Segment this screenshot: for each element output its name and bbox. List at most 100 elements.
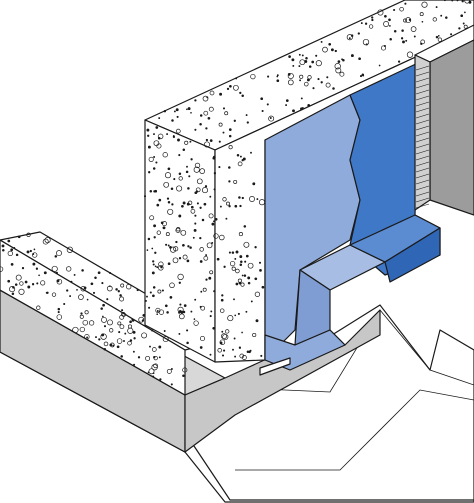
aggregate-speck xyxy=(186,202,190,206)
aggregate-speck xyxy=(35,267,39,270)
aggregate-speck xyxy=(178,176,183,181)
aggregate-speck xyxy=(405,39,408,42)
hatch-line xyxy=(415,173,430,179)
aggregate-speck xyxy=(236,153,240,157)
aggregate-speck xyxy=(260,354,263,357)
aggregate-speck xyxy=(36,282,39,285)
aggregate-speck xyxy=(190,310,193,313)
aggregate-speck xyxy=(223,349,226,352)
aggregate-speck xyxy=(365,43,368,46)
aggregate-speck xyxy=(184,140,189,145)
aggregate-speck xyxy=(129,320,132,324)
aggregate-speck xyxy=(102,303,105,307)
aggregate-speck xyxy=(190,158,193,161)
aggregate-speck xyxy=(209,270,214,275)
aggregate-speck xyxy=(221,333,227,340)
aggregate-speck xyxy=(383,44,386,48)
aggregate-speck xyxy=(83,286,87,290)
drain-slot xyxy=(259,357,291,376)
aggregate-speck xyxy=(109,328,114,333)
aggregate-speck xyxy=(212,326,216,330)
aggregate-speck xyxy=(205,254,208,257)
aggregate-speck xyxy=(173,110,176,113)
hatch-line xyxy=(415,167,430,173)
aggregate-speck xyxy=(158,265,164,271)
aggregate-speck xyxy=(32,253,35,255)
hatch-line xyxy=(415,197,430,203)
aggregate-speck xyxy=(177,273,184,281)
aggregate-speck xyxy=(148,306,151,309)
aggregate-speck xyxy=(166,133,169,136)
aggregate-speck xyxy=(308,65,312,68)
aggregate-speck xyxy=(76,289,78,291)
aggregate-speck xyxy=(384,14,387,18)
aggregate-speck xyxy=(189,140,192,143)
aggregate-speck xyxy=(212,156,216,160)
aggregate-speck xyxy=(288,55,291,58)
hatch-line xyxy=(415,89,430,95)
aggregate-speck xyxy=(241,159,244,162)
aggregate-speck xyxy=(315,54,318,57)
main-wall-front xyxy=(144,119,216,363)
aggregate-speck xyxy=(219,205,222,208)
aggregate-speck xyxy=(175,240,178,244)
aggregate-speck xyxy=(403,18,408,23)
aggregate-speck xyxy=(401,29,404,32)
aggregate-speck xyxy=(56,314,63,320)
hatch-line xyxy=(415,107,430,113)
aggregate-speck xyxy=(162,221,167,227)
main-wall-aggregate xyxy=(143,0,472,360)
aggregate-speck xyxy=(10,263,14,266)
aggregate-speck xyxy=(32,262,36,266)
hatch-line xyxy=(415,179,430,185)
aggregate-speck xyxy=(12,286,15,289)
aggregate-speck xyxy=(166,311,169,314)
aggregate-speck xyxy=(199,247,204,252)
aggregate-speck xyxy=(205,127,208,130)
aggregate-speck xyxy=(208,276,212,280)
aggregate-speck xyxy=(63,302,66,306)
aggregate-speck xyxy=(86,336,89,339)
aggregate-speck xyxy=(152,286,156,289)
aggregate-speck xyxy=(116,338,123,344)
aggregate-speck xyxy=(358,57,361,61)
aggregate-speck xyxy=(148,368,155,375)
aggregate-speck xyxy=(102,315,104,318)
aggregate-speck xyxy=(190,111,192,114)
aggregate-speck xyxy=(304,60,308,63)
aggregate-speck xyxy=(26,250,30,254)
aggregate-speck xyxy=(179,303,182,306)
aggregate-speck xyxy=(137,356,141,359)
aggregate-speck xyxy=(153,156,156,158)
aggregate-speck xyxy=(193,166,200,173)
aggregate-speck xyxy=(103,341,109,347)
aggregate-speck xyxy=(209,139,213,142)
aggregate-speck xyxy=(81,269,84,272)
aggregate-speck xyxy=(156,203,160,207)
aggregate-speck xyxy=(56,250,62,257)
aggregate-speck xyxy=(237,312,240,315)
aggregate-speck xyxy=(342,59,345,62)
aggregate-speck xyxy=(152,167,156,170)
aggregate-speck xyxy=(158,198,162,202)
aggregate-speck xyxy=(239,263,243,267)
aggregate-speck xyxy=(119,296,125,302)
aggregate-speck xyxy=(26,232,31,237)
aggregate-speck xyxy=(234,355,237,358)
aggregate-speck xyxy=(231,266,236,271)
aggregate-speck xyxy=(51,292,57,297)
aggregate-speck xyxy=(170,383,173,386)
aggregate-speck xyxy=(193,228,197,232)
aggregate-speck xyxy=(44,237,51,244)
aggregate-speck xyxy=(69,295,72,298)
aggregate-speck xyxy=(421,20,424,23)
hatch-line xyxy=(415,203,430,209)
aggregate-speck xyxy=(239,204,242,208)
aggregate-speck xyxy=(90,282,94,286)
aggregate-speck xyxy=(320,81,323,84)
aggregate-speck xyxy=(460,14,464,18)
aggregate-speck xyxy=(154,265,157,268)
aggregate-speck xyxy=(161,289,164,292)
aggregate-speck xyxy=(301,54,304,57)
